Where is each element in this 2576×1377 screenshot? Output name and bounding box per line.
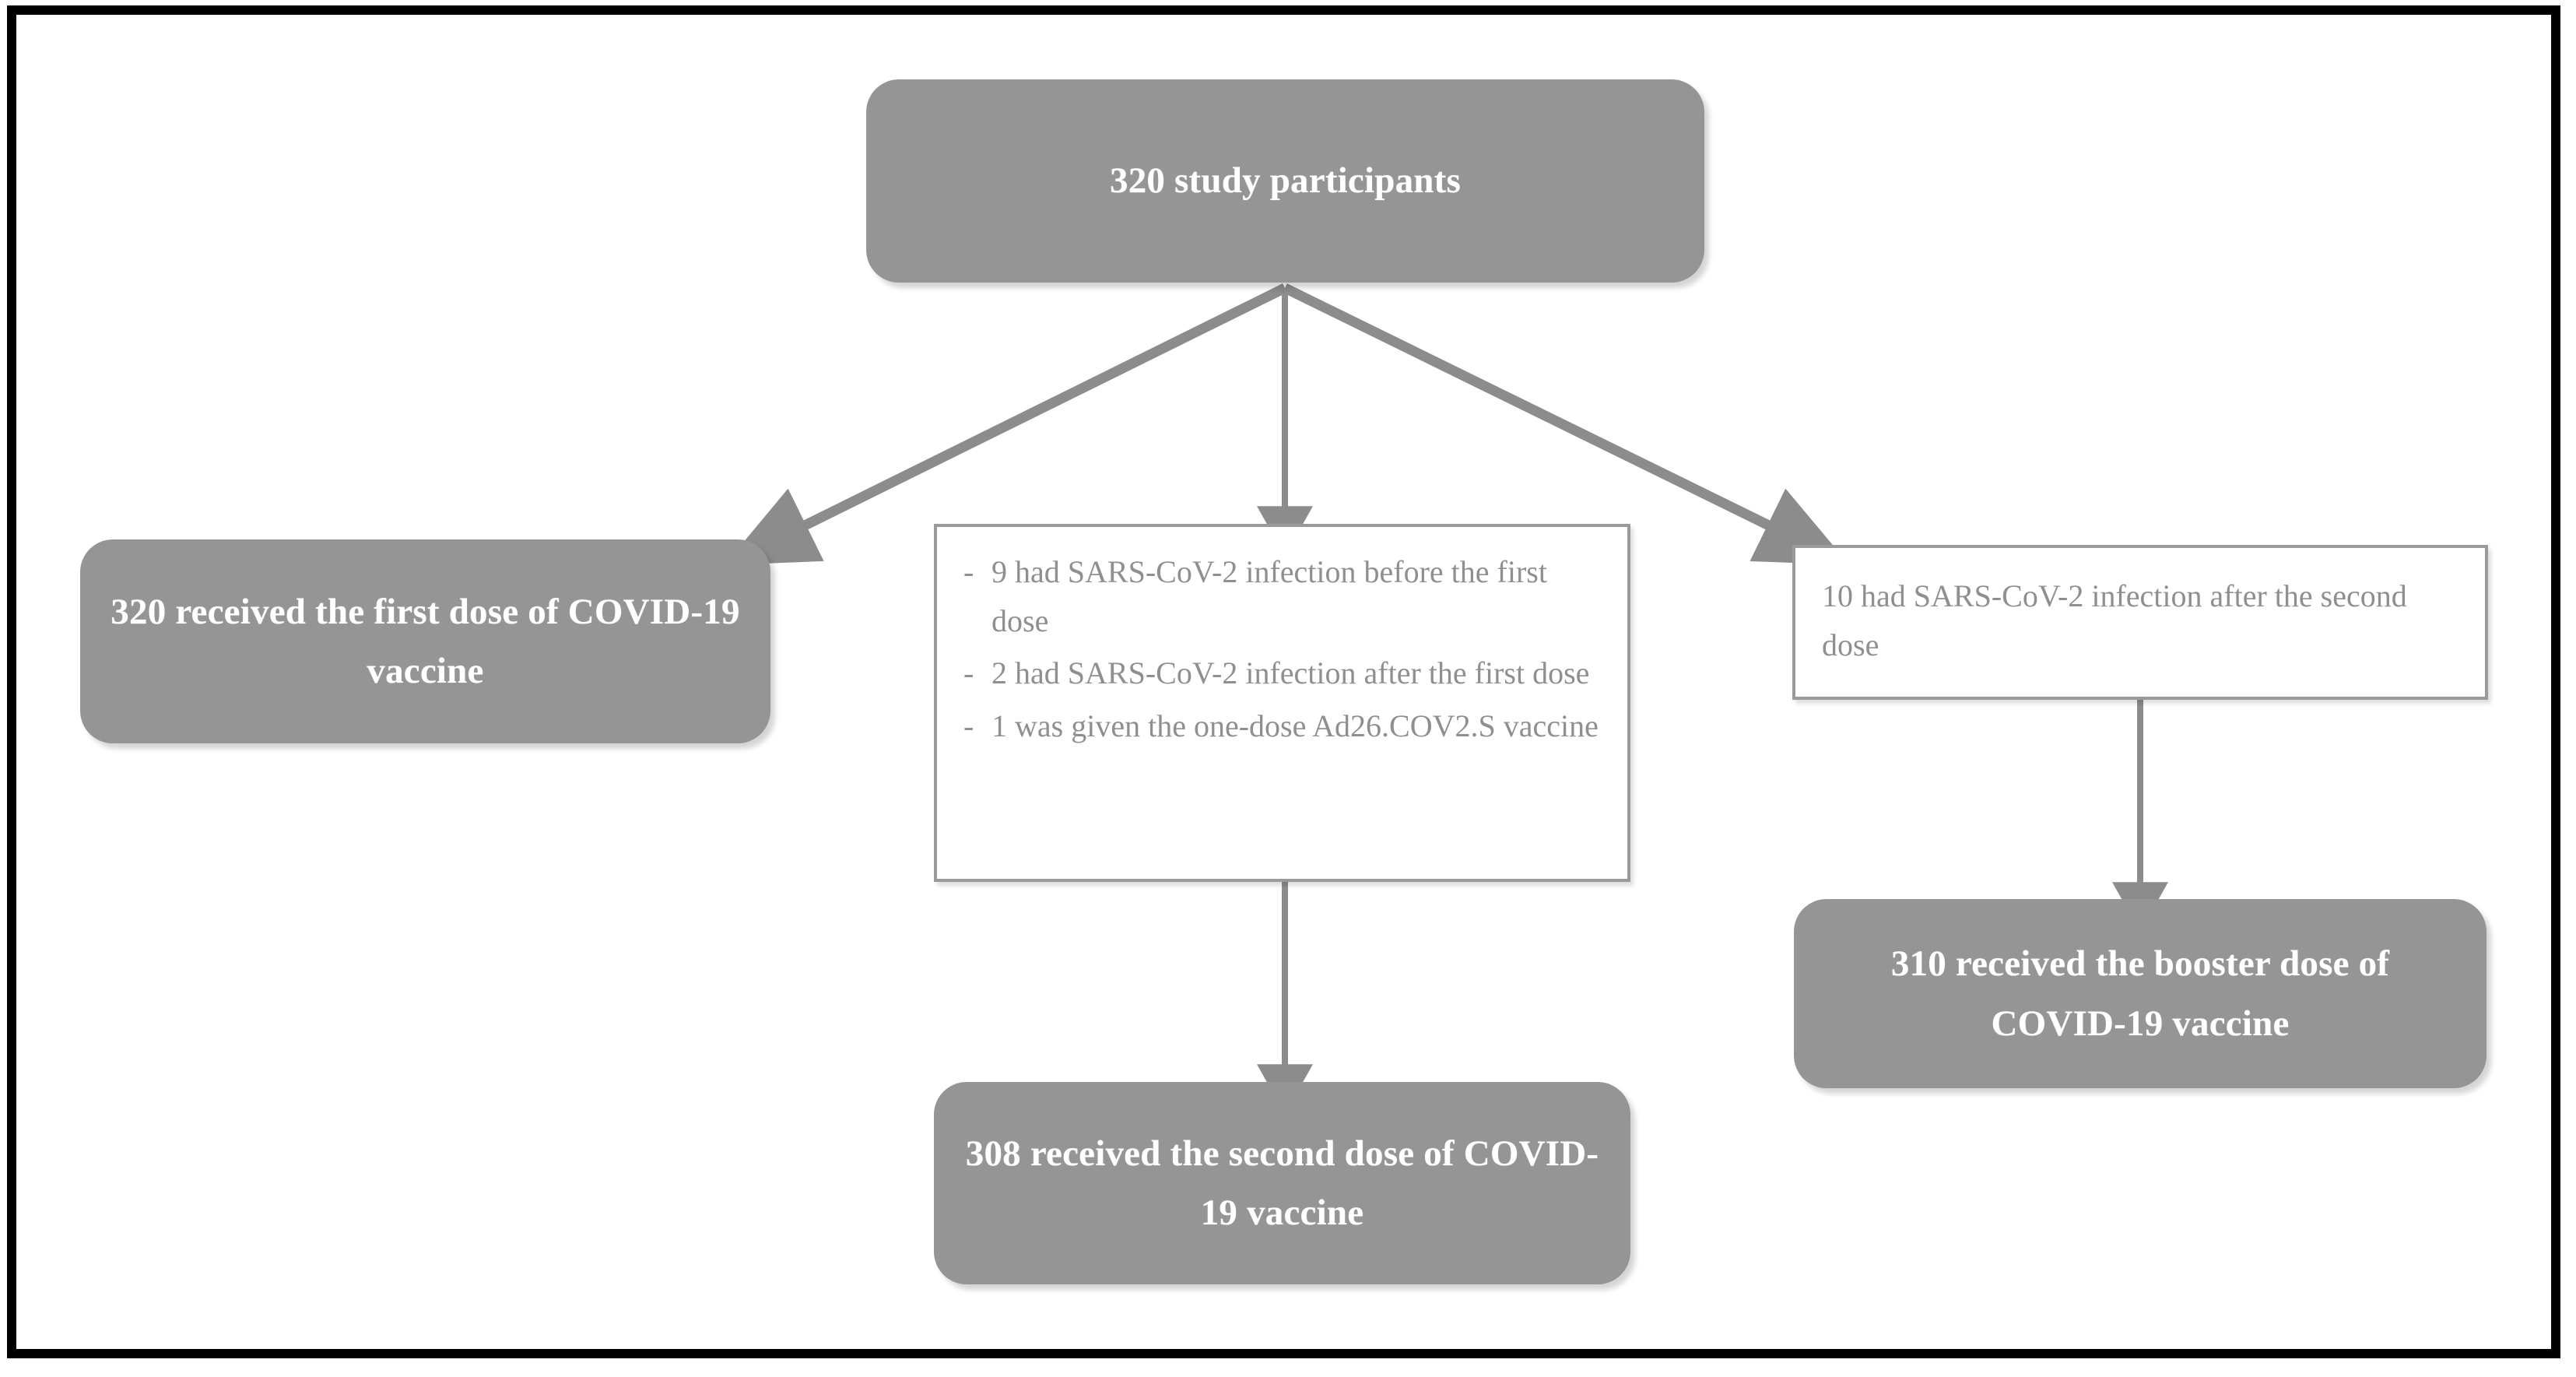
exclusion-item-text: 1 was given the one-dose Ad26.COV2.S vac… — [991, 708, 1599, 743]
node-study-participants-label: 320 study participants — [1110, 160, 1461, 202]
node-infection-after-second-dose[interactable]: 10 had SARS-CoV-2 infection after the se… — [1792, 545, 2488, 700]
dash-bullet-icon: - — [963, 708, 974, 743]
node-infection-after-second-dose-text: 10 had SARS-CoV-2 infection after the se… — [1822, 578, 2407, 663]
node-first-dose[interactable]: 320 received the first dose of COVID-19 … — [80, 539, 770, 743]
dash-bullet-icon: - — [963, 655, 974, 691]
dash-bullet-icon: - — [963, 554, 974, 589]
list-item: - 2 had SARS-CoV-2 infection after the f… — [963, 648, 1610, 697]
exclusion-item-text: 9 had SARS-CoV-2 infection before the fi… — [991, 554, 1547, 639]
node-second-dose-label: 308 received the second dose of COVID-19… — [965, 1133, 1599, 1233]
list-item: - 1 was given the one-dose Ad26.COV2.S v… — [963, 701, 1610, 750]
node-second-dose[interactable]: 308 received the second dose of COVID-19… — [934, 1082, 1630, 1284]
node-booster-dose[interactable]: 310 received the booster dose of COVID-1… — [1794, 899, 2487, 1088]
node-booster-dose-label: 310 received the booster dose of COVID-1… — [1890, 943, 2390, 1044]
exclusion-item-text: 2 had SARS-CoV-2 infection after the fir… — [991, 655, 1590, 691]
list-item: - 9 had SARS-CoV-2 infection before the … — [963, 547, 1610, 645]
node-study-participants[interactable]: 320 study participants — [866, 79, 1704, 283]
figure-border — [7, 5, 2560, 1358]
exclusions-bullet-list: - 9 had SARS-CoV-2 infection before the … — [937, 527, 1627, 771]
node-exclusions[interactable]: - 9 had SARS-CoV-2 infection before the … — [934, 524, 1630, 882]
node-first-dose-label: 320 received the first dose of COVID-19 … — [111, 591, 740, 691]
